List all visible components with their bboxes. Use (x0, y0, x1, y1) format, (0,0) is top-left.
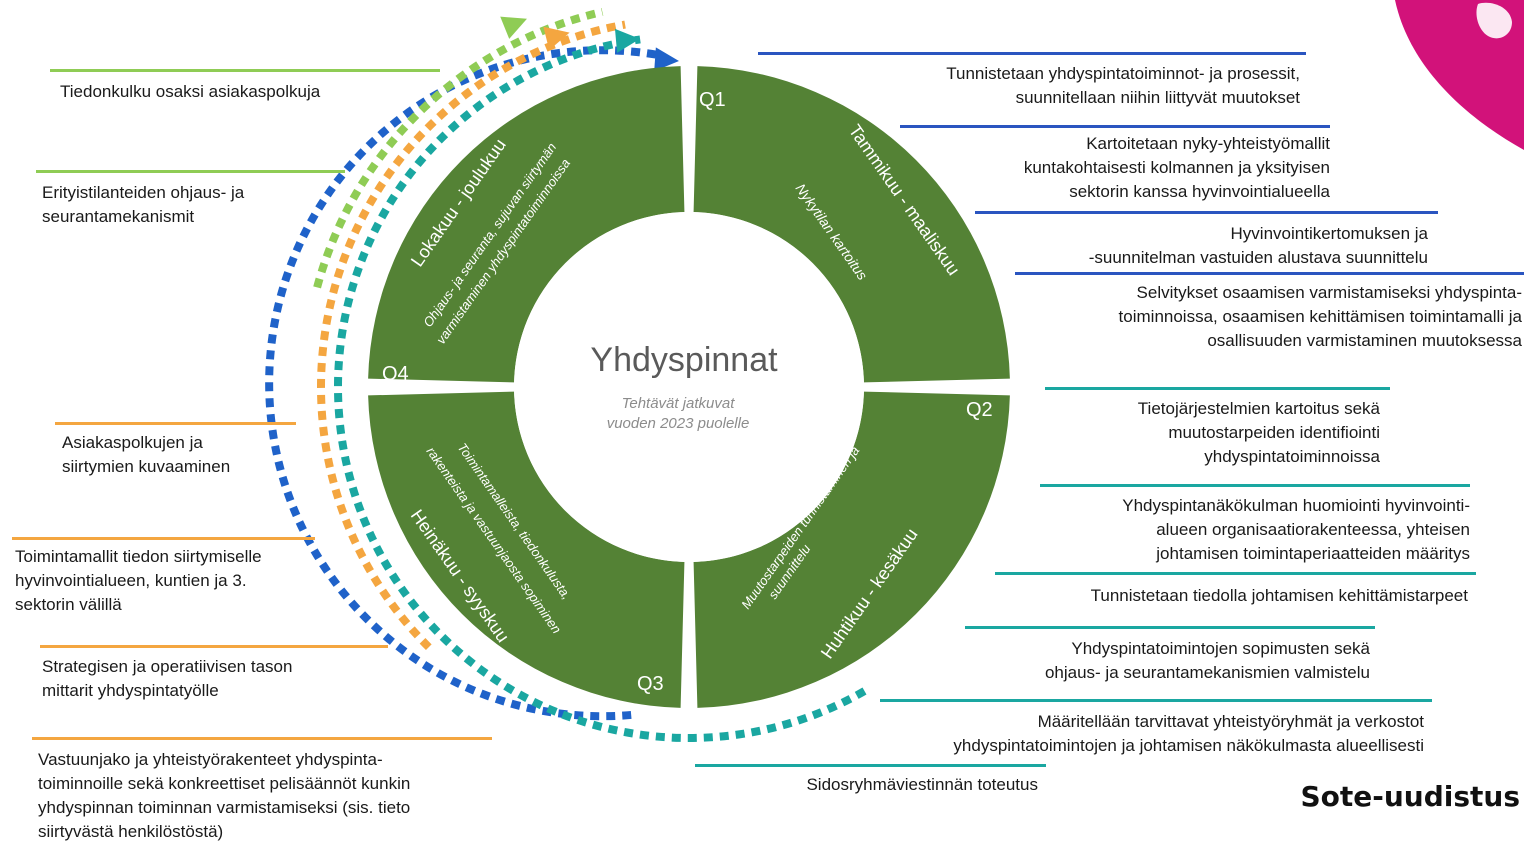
right-item-rule (695, 764, 1046, 767)
left-item-line: Toimintamallit tiedon siirtymiselle (15, 547, 262, 566)
left-item-line: Asiakaspolkujen ja (62, 433, 203, 452)
left-item-line: Vastuunjako ja yhteistyörakenteet yhdysp… (38, 750, 383, 769)
q3-label: Q3 (637, 673, 664, 695)
right-item-line: Yhdyspintatoimintojen sopimusten sekä (1071, 639, 1370, 658)
center-hole (514, 212, 864, 562)
right-item-6: Yhdyspintanäkökulman huomiointi hyvinvoi… (1122, 494, 1470, 566)
corner-logo (1395, 0, 1524, 150)
right-item-8: Yhdyspintatoimintojen sopimusten sekä ohj… (1045, 637, 1370, 685)
right-item-line: alueen organisaatiorakenteessa, yhteisen (1156, 520, 1470, 539)
left-item-line: siirtymien kuvaaminen (62, 457, 231, 476)
left-item-rule (32, 737, 492, 740)
right-item-line: Tunnistetaan yhdyspintatoiminnot- ja pro… (946, 64, 1300, 83)
right-item-9: Määritellään tarvittavat yhteistyöryhmät… (953, 710, 1424, 758)
right-item-line: sektorin kanssa hyvinvointialueella (1069, 182, 1330, 201)
left-item-line: seurantamekanismit (42, 207, 195, 226)
left-item-rule (55, 422, 296, 425)
right-item-rule (900, 125, 1330, 128)
left-item-6: Vastuunjako ja yhteistyörakenteet yhdysp… (38, 748, 410, 844)
brand-logo-text: Sote-uudistus (1300, 780, 1520, 813)
q3-segment (368, 391, 685, 708)
left-item-line: toiminnoille sekä konkreettiset pelisään… (38, 774, 411, 793)
right-item-rule (1040, 484, 1470, 487)
left-item-rule (36, 170, 345, 173)
left-item-5: Strategisen ja operatiivisen tason mittar… (42, 655, 292, 703)
right-item-line: Tunnistetaan tiedolla johtamisen kehittä… (1090, 586, 1468, 605)
left-item-4: Toimintamallit tiedon siirtymiselle hyvin… (15, 545, 262, 617)
right-item-line: toiminnoissa, osaamisen kehittämisen toi… (1118, 307, 1522, 326)
orange-ring (317, 20, 626, 651)
q1-label: Q1 (699, 89, 726, 111)
left-item-line: mittarit yhdyspintatyölle (42, 681, 219, 700)
right-item-rule (995, 572, 1476, 575)
right-item-line: suunnitellaan niihin liittyvät muutokset (1015, 88, 1300, 107)
left-item-rule (50, 69, 440, 72)
q1-arrow-icon (654, 47, 679, 72)
q4-arrow-icon (500, 16, 527, 39)
center-subtitle-line2: vuoden 2023 puolelle (607, 415, 750, 432)
center-title: Yhdyspinnat (590, 341, 778, 379)
right-item-rule (1015, 272, 1524, 275)
q4-label: Q4 (382, 363, 409, 385)
q4-segment (368, 66, 685, 383)
blue-ring (265, 46, 661, 721)
dotted-rings (265, 7, 867, 742)
right-item-rule (965, 626, 1375, 629)
right-item-2: Kartoitetaan nyky-yhteistyömallit kuntako… (1024, 132, 1330, 204)
q3-arrow-icon (543, 26, 570, 51)
right-item-1: Tunnistetaan yhdyspintatoiminnot- ja pro… (946, 62, 1300, 110)
q2-label: Q2 (966, 399, 993, 421)
right-item-4: Selvitykset osaamisen varmistamiseksi yh… (1119, 281, 1522, 353)
left-item-line: yhdyspinnan toiminnan varmistamiseksi (s… (38, 798, 411, 817)
left-item-line: siirtyvästä henkilöstöstä) (38, 822, 224, 841)
right-item-line: Määritellään tarvittavat yhteistyöryhmät… (1037, 712, 1424, 731)
right-item-line: muutostarpeiden identifiointi (1168, 423, 1380, 442)
right-item-line: Yhdyspintanäkökulman huomiointi hyvinvoi… (1122, 496, 1470, 515)
right-item-line: yhdyspintatoimintojen ja johtamisen näkö… (953, 736, 1424, 755)
q1-segment (693, 66, 1010, 383)
right-item-rule (758, 52, 1306, 55)
right-item-line: osallisuuden varmistaminen muutoksessa (1207, 331, 1522, 350)
right-item-line: kuntakohtaisesti kolmannen ja yksityisen (1023, 158, 1330, 177)
lion-emblem-icon (1476, 2, 1512, 39)
left-item-line: sektorin välillä (15, 595, 122, 614)
left-item-rule (40, 645, 388, 648)
left-item-rule (12, 537, 315, 540)
right-item-line: Sidosryhmäviestinnän toteutus (806, 775, 1038, 794)
right-item-line: Hyvinvointikertomuksen ja (1230, 224, 1428, 243)
left-item-1: Tiedonkulku osaksi asiakaspolkuja (60, 80, 320, 104)
right-item-line: -suunnitelman vastuiden alustava suunnit… (1088, 248, 1428, 267)
left-item-line: Strategisen ja operatiivisen tason (42, 657, 293, 676)
quarter-wheel (368, 66, 1010, 708)
q2-segment (693, 391, 1010, 708)
right-item-line: Kartoitetaan nyky-yhteistyömallit (1086, 134, 1330, 153)
center-subtitle-line1: Tehtävät jatkuvat (622, 395, 736, 412)
right-item-line: johtamisen toimintaperiaatteiden määrity… (1156, 544, 1470, 563)
right-item-7: Tunnistetaan tiedolla johtamisen kehittä… (1091, 584, 1468, 608)
q2-arrow-icon (614, 28, 640, 53)
teal-ring (334, 35, 867, 742)
right-item-line: ohjaus- ja seurantamekanismien valmistel… (1044, 663, 1370, 682)
right-item-5: Tietojärjestelmien kartoitus sekä muutost… (1138, 397, 1380, 469)
left-item-line: Erityistilanteiden ohjaus- ja (42, 183, 245, 202)
right-item-rule (1045, 387, 1390, 390)
left-item-3: Asiakaspolkujen ja siirtymien kuvaaminen (62, 431, 230, 479)
right-item-line: Selvitykset osaamisen varmistamiseksi yh… (1136, 283, 1522, 302)
left-item-line: Tiedonkulku osaksi asiakaspolkuja (60, 82, 321, 101)
right-item-rule (880, 699, 1432, 702)
right-item-line: Tietojärjestelmien kartoitus sekä (1137, 399, 1380, 418)
right-item-10: Sidosryhmäviestinnän toteutus (806, 773, 1038, 797)
right-item-line: yhdyspintatoiminnoissa (1204, 447, 1380, 466)
right-item-rule (975, 211, 1438, 214)
left-item-line: hyvinvointialueen, kuntien ja 3. (15, 571, 247, 590)
left-item-2: Erityistilanteiden ohjaus- ja seurantamek… (42, 181, 244, 229)
right-item-3: Hyvinvointikertomuksen ja -suunnitelman v… (1089, 222, 1428, 270)
